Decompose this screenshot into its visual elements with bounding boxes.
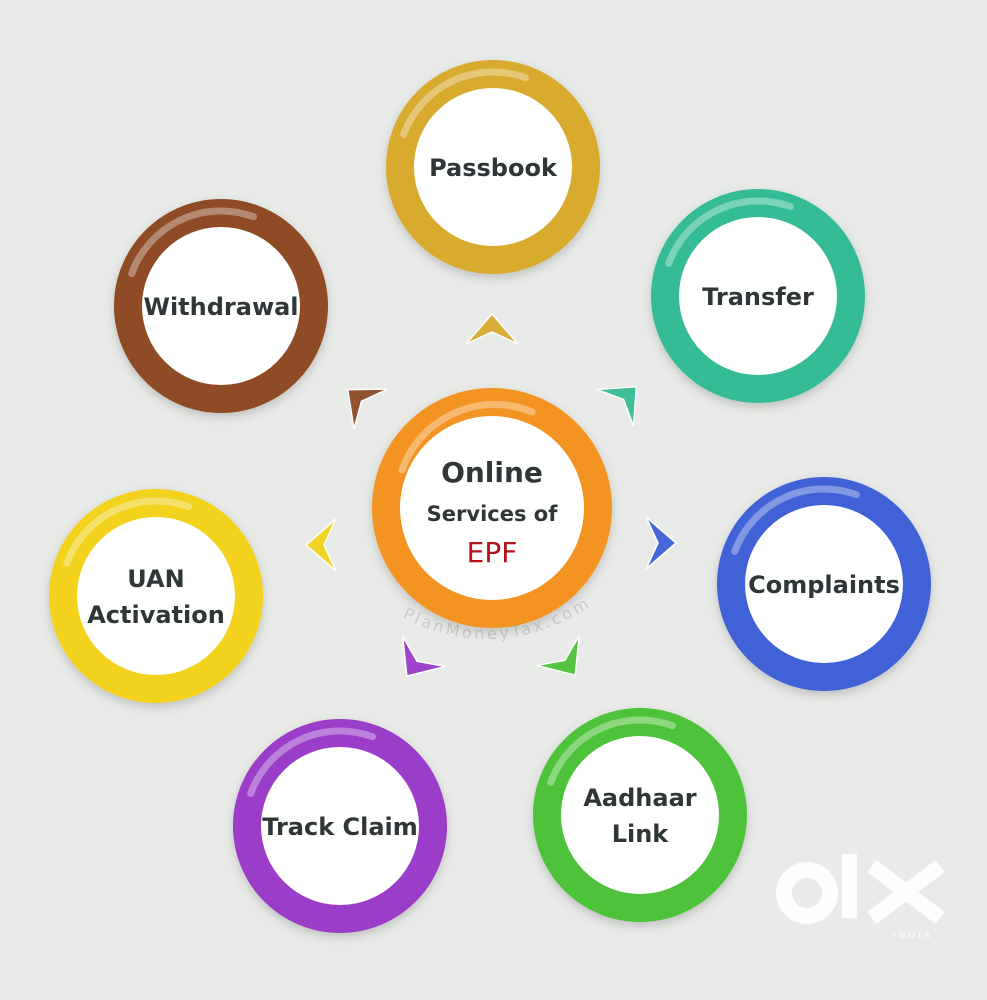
service-ring-transfer bbox=[651, 189, 865, 403]
arrow-to-transfer bbox=[596, 385, 638, 427]
service-ring-gloss-withdrawal bbox=[128, 207, 257, 277]
olx-logo-l bbox=[842, 854, 857, 918]
arrow-to-complaints bbox=[645, 516, 678, 570]
olx-logo-subtext: INDIA bbox=[893, 931, 933, 941]
arrow-icon-aadhaar bbox=[536, 635, 581, 677]
service-label-aadhaar-line1: Aadhaar bbox=[583, 784, 696, 812]
service-label-withdrawal: Withdrawal bbox=[143, 293, 298, 321]
arrow-to-uan bbox=[304, 518, 337, 572]
service-ring-complaints bbox=[717, 477, 931, 691]
center-title-line1: Online bbox=[441, 456, 543, 489]
olx-logo-x bbox=[867, 860, 945, 924]
service-node-transfer: Transfer bbox=[651, 189, 865, 403]
center-node: Online Services of EPF bbox=[372, 388, 612, 628]
service-node-passbook: Passbook bbox=[386, 60, 600, 274]
service-node-track: Track Claim bbox=[233, 719, 447, 933]
service-ring-gloss-passbook bbox=[400, 68, 529, 138]
service-ring-gloss-uan bbox=[63, 497, 192, 567]
arrow-to-track bbox=[401, 636, 446, 678]
center-ring-gloss bbox=[398, 401, 536, 474]
arrows-layer bbox=[304, 312, 678, 678]
arrow-icon-passbook bbox=[465, 312, 519, 345]
arrow-to-passbook bbox=[465, 312, 519, 345]
service-ring-passbook bbox=[386, 60, 600, 274]
service-node-withdrawal: Withdrawal bbox=[114, 199, 328, 413]
service-node-complaints: Complaints bbox=[717, 477, 931, 691]
service-ring-uan bbox=[49, 489, 263, 703]
service-label-transfer: Transfer bbox=[702, 283, 814, 311]
olx-logo-o bbox=[776, 862, 838, 924]
service-node-uan: UAN Activation bbox=[49, 489, 263, 703]
service-label-track: Track Claim bbox=[262, 813, 418, 841]
service-ring-gloss-transfer bbox=[665, 197, 794, 267]
arrow-icon-complaints bbox=[645, 516, 678, 570]
service-ring-withdrawal bbox=[114, 199, 328, 413]
arrow-icon-transfer bbox=[596, 385, 638, 427]
center-title-epf: EPF bbox=[467, 536, 518, 569]
arrow-icon-uan bbox=[304, 518, 337, 572]
arrow-to-aadhaar bbox=[536, 635, 581, 677]
service-ring-gloss-complaints bbox=[731, 485, 860, 555]
service-label-uan-line1: UAN bbox=[127, 565, 184, 593]
service-ring-gloss-aadhaar bbox=[547, 716, 676, 786]
arrow-to-withdrawal bbox=[346, 388, 388, 430]
arrow-icon-withdrawal bbox=[346, 388, 388, 430]
olx-logo: INDIA bbox=[776, 854, 945, 941]
center-title-line2: Services of bbox=[427, 502, 559, 526]
center-ring bbox=[372, 388, 612, 628]
service-label-uan-line2: Activation bbox=[87, 601, 225, 629]
service-ring-gloss-track bbox=[247, 727, 376, 797]
service-label-passbook: Passbook bbox=[429, 154, 558, 182]
service-ring-aadhaar bbox=[533, 708, 747, 922]
service-ring-track bbox=[233, 719, 447, 933]
service-label-complaints: Complaints bbox=[748, 571, 900, 599]
service-label-aadhaar-line2: Link bbox=[612, 820, 670, 848]
arrow-icon-track bbox=[401, 636, 446, 678]
